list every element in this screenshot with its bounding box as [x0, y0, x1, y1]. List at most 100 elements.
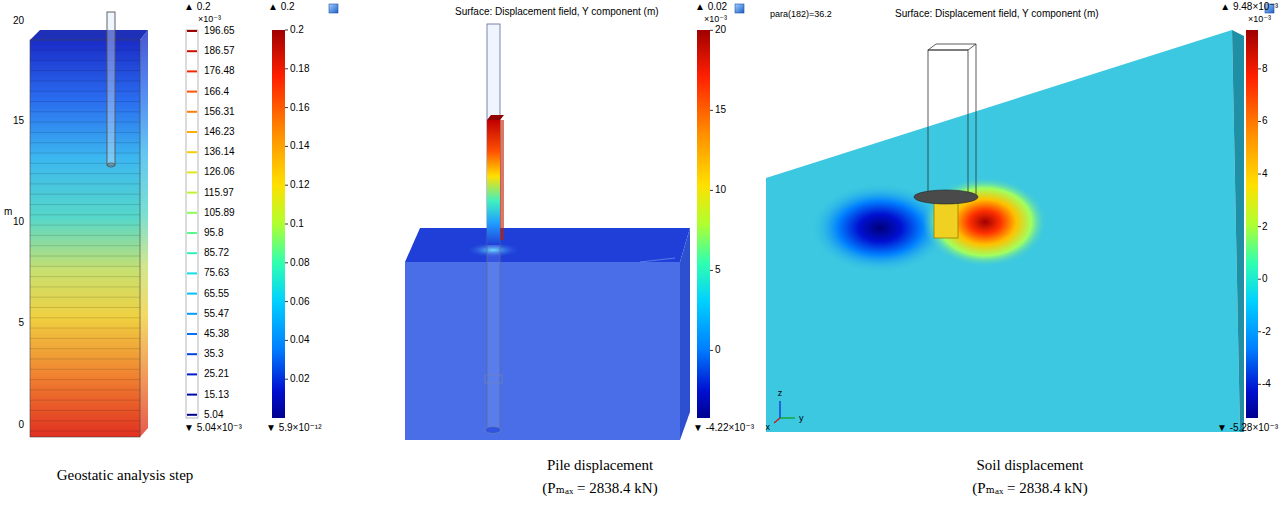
layer-line [30, 307, 140, 308]
colorbar-tick [710, 350, 713, 351]
colorbar-label: 166.4 [204, 86, 229, 98]
colorbar-tick [285, 340, 288, 341]
layer-line [30, 431, 140, 432]
colorbar [272, 30, 285, 418]
colorbar-tick [285, 146, 288, 147]
colorbar-tick [710, 30, 713, 31]
colorbar-tick [710, 270, 713, 271]
layer-line [30, 328, 140, 329]
colorbar-label: 65.55 [204, 288, 229, 300]
colorbar-tick [285, 107, 288, 108]
colorbar-label: 5.04 [204, 409, 223, 421]
colorbar-label: 8 [1262, 63, 1268, 75]
layer-line [30, 122, 140, 123]
layer-line [30, 194, 140, 195]
figure-caption: Geostatic analysis step [57, 467, 194, 484]
layer-line [30, 91, 140, 92]
colorbar-label: 196.65 [204, 25, 235, 37]
contour-level [187, 151, 197, 153]
colorbar-max: ▲ 0.02 [695, 1, 727, 13]
colorbar-tick [285, 30, 288, 31]
colorbar-label: 20 [715, 25, 726, 37]
axis-label: z [778, 388, 783, 398]
colorbar-tick [285, 185, 288, 186]
colorbar-label: 25.21 [204, 369, 229, 381]
contour-level [187, 414, 197, 416]
layer-line [30, 225, 140, 226]
contour-level [187, 272, 197, 274]
figure-caption: (Pₘₐₓ = 2838.4 kN) [542, 480, 657, 497]
contour-level [187, 91, 197, 93]
colorbar-label: 0.14 [290, 141, 309, 153]
layer-line [30, 369, 140, 370]
window-icon [735, 4, 744, 13]
colorbar-label: 115.97 [204, 187, 234, 199]
plot-header: Surface: Displacement field, Y component… [455, 6, 659, 18]
colorbar-label: 0.16 [290, 102, 309, 114]
parameter-label: para(182)=36.2 [770, 9, 832, 19]
contour-level [187, 333, 197, 335]
layer-line [30, 142, 140, 143]
contour-level [187, 313, 197, 315]
colorbar-label: 45.38 [204, 328, 229, 340]
colorbar-label: 55.47 [204, 308, 229, 320]
colorbar-label: 6 [1262, 116, 1268, 128]
colorbar-label: -4 [1262, 379, 1271, 391]
contour-level [187, 353, 197, 355]
colorbar-label: 0.12 [290, 179, 309, 191]
colorbar-tick [710, 190, 713, 191]
colorbar-label: 146.23 [204, 126, 235, 138]
layer-line [30, 389, 140, 390]
colorbar-tick [285, 379, 288, 380]
contour-level [187, 50, 197, 52]
contour-level [187, 111, 197, 113]
colorbar-tick [1258, 279, 1261, 280]
layer-line [30, 111, 140, 112]
soil-surface [766, 30, 1244, 432]
contour-level [187, 70, 197, 72]
colorbar-label: 10 [715, 185, 726, 197]
soil-column [30, 12, 148, 437]
layer-line [30, 256, 140, 257]
colorbar-exponent: ×10⁻³ [1248, 14, 1271, 24]
contour-level [187, 373, 197, 375]
layer-line [30, 80, 140, 81]
contour-level [187, 252, 197, 254]
colorbar-max: ▲ 0.2 [184, 1, 211, 13]
contour-level [187, 232, 197, 234]
figure-caption: Soil displacement [976, 457, 1083, 474]
colorbar-tick [1258, 121, 1261, 122]
colorbar-label: 4 [1262, 168, 1268, 180]
layer-line [30, 276, 140, 277]
axis-tick: 10 [13, 216, 24, 228]
colorbar-label: 0.18 [290, 63, 309, 75]
figure-caption: Pile displacement [547, 457, 653, 474]
colorbar-tick [1258, 226, 1261, 227]
contour-level [187, 293, 197, 295]
axis-tick: 0 [18, 419, 24, 431]
layer-line [30, 359, 140, 360]
contour-level [187, 131, 197, 133]
layer-line [30, 204, 140, 205]
layer-line [30, 348, 140, 349]
layer-line [30, 379, 140, 380]
colorbar-max: ▲ 9.48×10⁻³ [1220, 1, 1278, 13]
colorbar-label: 5 [715, 265, 721, 277]
layer-line [30, 420, 140, 421]
layer-line [30, 60, 140, 61]
colorbar-label: 0.02 [290, 373, 309, 385]
layer-line [30, 245, 140, 246]
colorbar-tick [285, 262, 288, 263]
layer-line [30, 317, 140, 318]
colorbar-tick [1258, 384, 1261, 385]
axis-triad [774, 401, 795, 423]
colorbar-label: 0 [715, 345, 721, 357]
contour-level [187, 212, 197, 214]
colorbar-label: 0.04 [290, 335, 309, 347]
colorbar [1246, 30, 1258, 418]
colorbar-label: 105.89 [204, 207, 235, 219]
colorbar-label: 0 [1262, 273, 1268, 285]
colorbar-label: 85.72 [204, 247, 229, 259]
colorbar-label: 156.31 [204, 106, 235, 118]
